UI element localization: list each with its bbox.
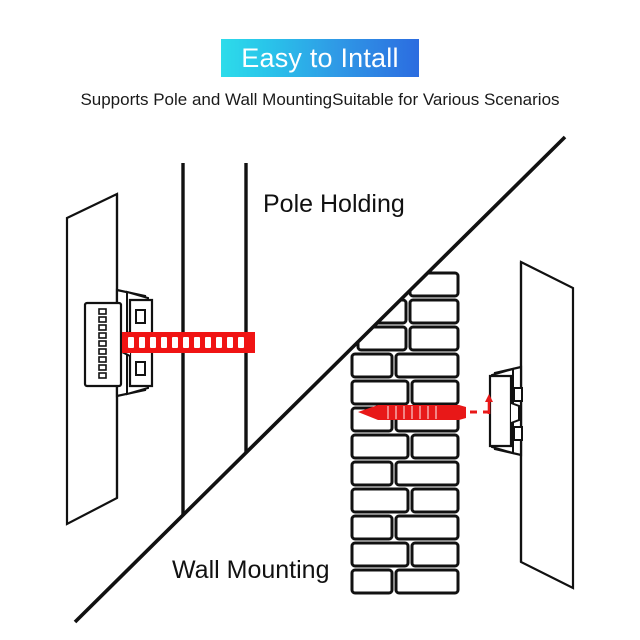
wall-mounting-group	[350, 260, 575, 595]
solar-panel-right	[519, 260, 575, 590]
red-band-strap	[122, 332, 255, 353]
bracket-slot	[135, 361, 146, 376]
bracket-slot	[513, 387, 523, 402]
red-screw-arrow	[358, 394, 494, 420]
brick-wall	[350, 271, 460, 595]
plate-slots	[98, 308, 107, 379]
page-title: Easy to Intall	[241, 42, 399, 73]
wall-bracket	[488, 365, 523, 457]
wall-mounting-label: Wall Mounting	[172, 556, 330, 584]
mounting-plate-left	[83, 301, 123, 388]
bracket-slot	[135, 309, 146, 324]
pole-holding-label: Pole Holding	[263, 190, 405, 218]
page-subtitle: Supports Pole and Wall MountingSuitable …	[80, 90, 560, 109]
title-banner: Easy to Intall	[221, 39, 419, 77]
pole-holding-group	[65, 163, 255, 622]
bracket-slot	[513, 426, 523, 441]
diagonal-divider	[73, 135, 567, 624]
